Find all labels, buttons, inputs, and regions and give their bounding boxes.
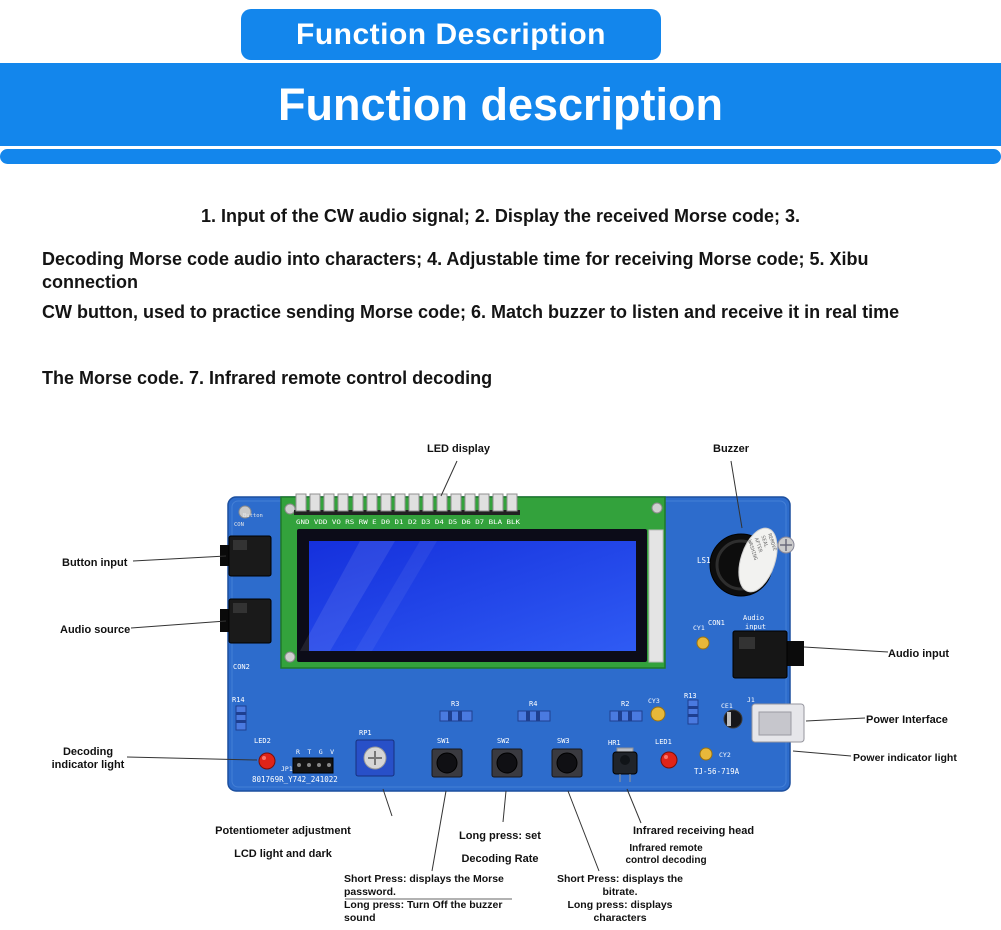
callout-long-press-set: Long press: set Decoding Rate	[459, 830, 541, 865]
silk-sw2: SW2	[497, 737, 510, 745]
callout-audio-input: Audio input	[888, 648, 950, 660]
main-title-banner: Function description	[0, 63, 1001, 146]
buzzer-sticker	[738, 527, 778, 593]
power-connector: J1 CE1	[721, 696, 805, 743]
silk-rp1: RP1	[359, 729, 372, 737]
silk-con: CON	[234, 522, 244, 528]
resistors: R14 R3 R4 R2 R13	[232, 692, 699, 731]
silk-led1: LED1	[655, 738, 672, 746]
silk-audio: Audio	[743, 614, 764, 622]
sw1-button: SW1	[431, 737, 463, 778]
description-line-1: 1. Input of the CW audio signal; 2. Disp…	[200, 206, 801, 226]
silk-cy3: CY3	[648, 697, 660, 705]
callout-sw3-note: Short Press: displays the bitrate. Long …	[556, 873, 684, 924]
silk-ls1: LS1	[697, 556, 711, 565]
silk-button: Button	[243, 513, 263, 519]
silk-r2: R2	[621, 700, 629, 708]
silk-con1: CON1	[708, 619, 725, 627]
rp1-potentiometer: RP1	[355, 729, 395, 777]
callout-power-indicator: Power indicator light	[853, 752, 957, 764]
callout-ir-receiving-head: Infrared receiving head	[633, 825, 755, 837]
callout-audio-source: Audio source	[60, 624, 131, 636]
silk-model: TJ-56-719A	[694, 767, 740, 776]
callout-power-interface: Power Interface	[866, 714, 948, 726]
silk-r3: R3	[451, 700, 459, 708]
silk-cy1: CY1	[693, 624, 705, 632]
description-line-5: The Morse code. 7. Infrared remote contr…	[42, 368, 493, 388]
silk-cy2: CY2	[719, 751, 731, 759]
callout-decoding-indicator: Decoding indicator light	[51, 746, 125, 771]
lcd-pin-labels: GND VDD VO RS RW E D0 D1 D2 D3 D4 D5 D6 …	[296, 519, 520, 526]
cap-ce1	[723, 709, 743, 729]
sticker-word-3: AFTER	[753, 537, 764, 554]
callout-ir-remote-decoding: Infrared remote control decoding	[625, 843, 707, 866]
silk-j1: J1	[747, 696, 755, 704]
cap-cy3	[650, 706, 666, 722]
capacitors: CY3 CY2	[648, 697, 731, 761]
sticker-word-1: REMOVE	[766, 533, 777, 552]
lcd-pin-header	[294, 493, 520, 515]
silk-jp1: JP1	[281, 765, 293, 773]
header-banner-title: Function Description	[296, 17, 606, 51]
silk-ce1: CE1	[721, 702, 733, 710]
silk-board-id: 801769R_Y742_241022	[252, 775, 338, 784]
plus-mounting-hole	[777, 536, 795, 554]
silk-con2: CON2	[233, 663, 250, 671]
audio-source-jack: CON2	[220, 598, 272, 671]
jp1-header: R T G V JP1	[281, 748, 334, 774]
cap-cy2	[699, 747, 713, 761]
callout-potentiometer: Potentiometer adjustment LCD light and d…	[215, 825, 351, 860]
mounting-hole	[238, 505, 252, 519]
led2-component: LED2	[254, 737, 276, 770]
callout-button-input: Button input	[62, 557, 128, 569]
divider-strip	[0, 149, 1001, 164]
description-line-4: CW button, used to practice sending Mors…	[42, 302, 900, 322]
sw3-button: SW3	[551, 737, 583, 778]
description-line-3: connection	[42, 272, 139, 292]
silk-r13: R13	[684, 692, 697, 700]
callout-led-display: LED display	[427, 443, 490, 455]
lcd-side-strip	[648, 529, 664, 663]
main-title: Function description	[278, 78, 723, 130]
callout-sw1-note: Short Press: displays the Morse password…	[344, 873, 504, 924]
silk-sw1: SW1	[437, 737, 450, 745]
silk-r4: R4	[529, 700, 537, 708]
sw2-button: SW2	[491, 737, 523, 778]
callout-buzzer: Buzzer	[713, 443, 750, 455]
buzzer-component: REMOVE SEAL AFTER WASHING LS1	[697, 527, 778, 597]
button-input-jack: Button CON	[220, 513, 272, 577]
audio-input-jack: CON1 Audio input CY1	[693, 614, 804, 679]
silk-input: input	[745, 623, 766, 631]
silk-r14: R14	[232, 696, 245, 704]
silk-hr1: HR1	[608, 739, 621, 747]
header-banner: Function Description	[241, 9, 661, 60]
description-line-2: Decoding Morse code audio into character…	[42, 249, 869, 269]
ir-receiver: HR1	[608, 739, 638, 782]
silk-led2: LED2	[254, 737, 271, 745]
led1-component: LED1	[655, 738, 678, 769]
lcd-module: GND VDD VO RS RW E D0 D1 D2 D3 D4 D5 D6 …	[280, 493, 666, 669]
silk-rtgv: R T G V	[296, 748, 334, 756]
leader-lines	[126, 460, 889, 900]
cap-cy1	[696, 636, 710, 650]
lcd-screen	[309, 541, 636, 651]
sticker-word-2: SEAL	[759, 535, 768, 548]
silk-sw3: SW3	[557, 737, 570, 745]
